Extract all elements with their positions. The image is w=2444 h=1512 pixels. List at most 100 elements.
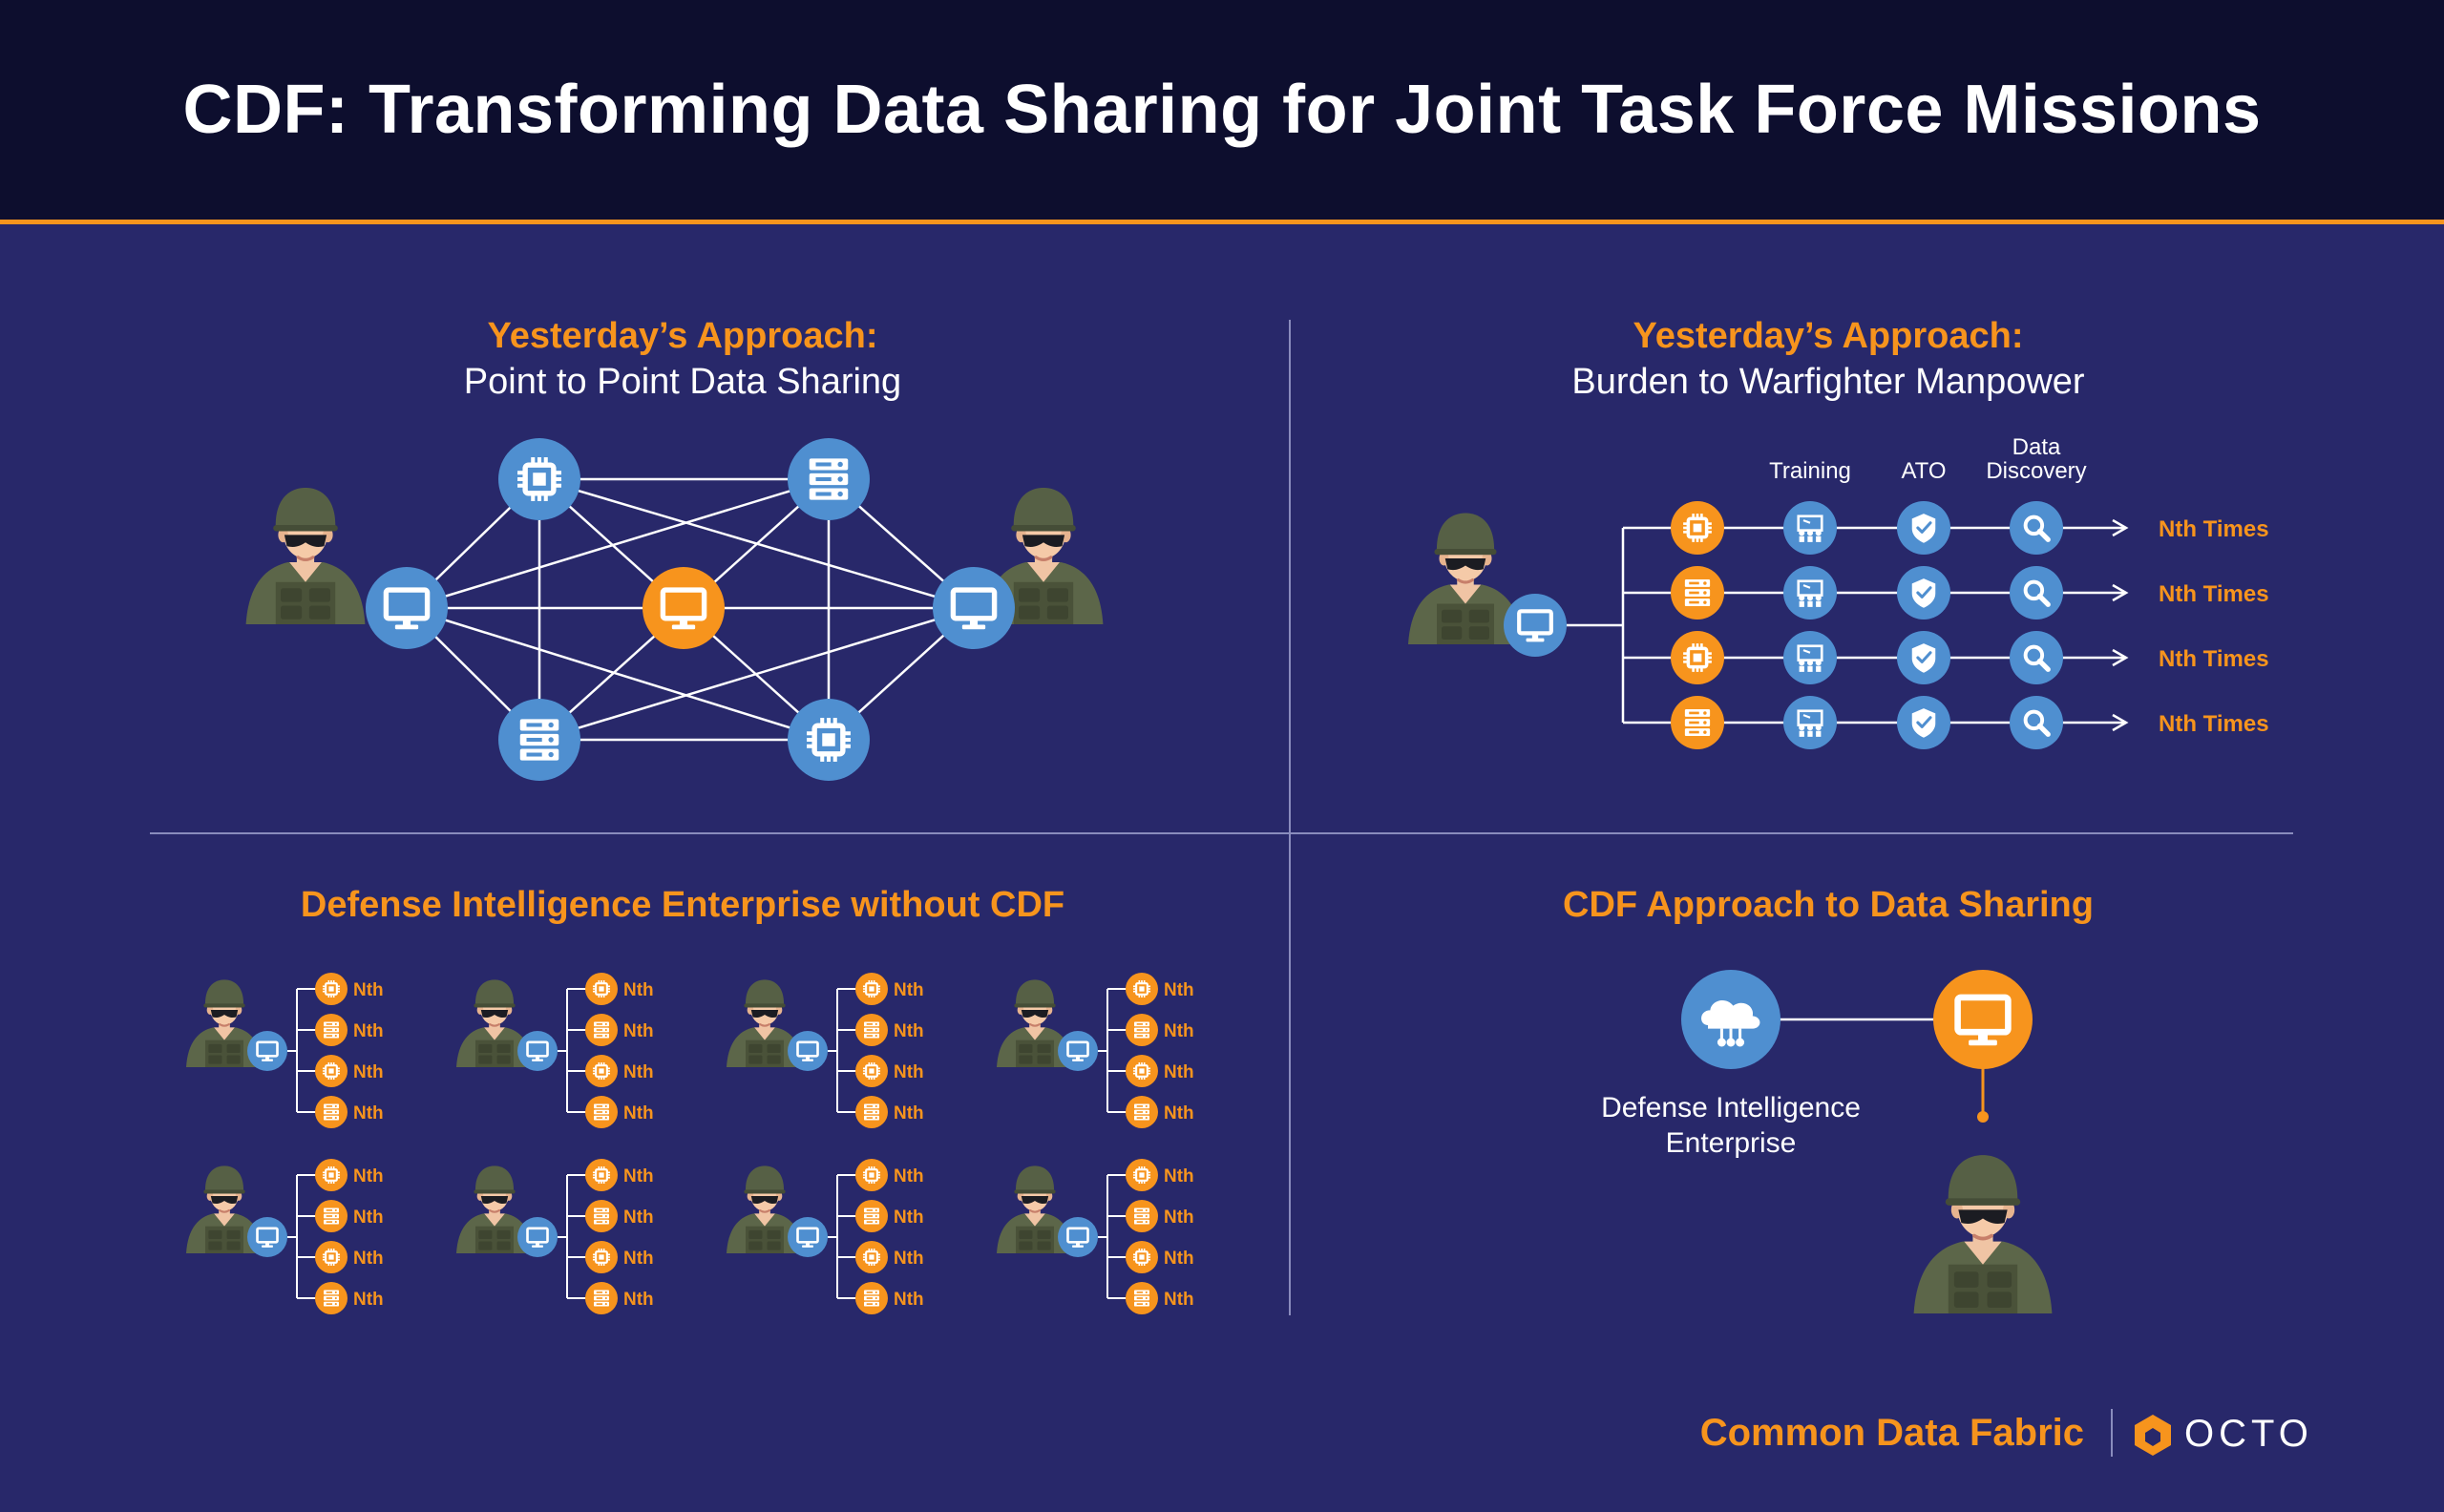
footer-logos: Common Data Fabric OCTO [1700, 1409, 2313, 1457]
monitor-icon [1058, 1031, 1098, 1071]
server-icon [1126, 1200, 1158, 1232]
server-icon [315, 1096, 348, 1128]
chip-icon [855, 1055, 888, 1087]
chip-icon [1671, 501, 1724, 555]
nth-times-label: Nth Times [2159, 646, 2269, 672]
network-node-monitor-right [933, 567, 1015, 649]
quadrant-without-cdf: Defense Intelligence Enterprise without … [184, 885, 1194, 1314]
network-node-server [788, 438, 870, 520]
shield-icon [1897, 631, 1950, 684]
burden-row: Nth Times [1623, 631, 2269, 684]
server-icon [315, 1200, 348, 1232]
brand-octo: OCTO [2184, 1413, 2313, 1455]
nth-label: Nth [623, 1249, 654, 1269]
cloud-label-line2: Enterprise [1666, 1127, 1797, 1159]
monitor-icon [517, 1031, 558, 1071]
network-node-monitor-left [366, 567, 448, 649]
nth-label: Nth [353, 1062, 384, 1082]
brand-common-data-fabric: Common Data Fabric [1700, 1412, 2084, 1454]
nth-label: Nth [623, 1290, 654, 1310]
shield-icon [1897, 501, 1950, 555]
chip-icon [1126, 1159, 1158, 1191]
chip-icon [585, 1159, 618, 1191]
chip-icon [1126, 973, 1158, 1005]
server-icon [1126, 1282, 1158, 1314]
nth-label: Nth [1164, 1103, 1194, 1124]
nth-label: Nth [353, 1249, 384, 1269]
training-icon [1783, 631, 1837, 684]
search-icon [2010, 631, 2063, 684]
nth-label: Nth [894, 1062, 924, 1082]
tr-subheading: Burden to Warfighter Manpower [1571, 362, 2085, 402]
server-icon [1126, 1014, 1158, 1046]
nth-label: Nth [894, 1290, 924, 1310]
octo-logo-icon [2135, 1415, 2171, 1456]
tl-subheading: Point to Point Data Sharing [464, 362, 901, 402]
chip-icon [315, 1241, 348, 1273]
chip-icon [855, 1159, 888, 1191]
nth-label: Nth [1164, 980, 1194, 1000]
chip-icon [585, 1055, 618, 1087]
nth-times-label: Nth Times [2159, 516, 2269, 542]
chip-icon [855, 973, 888, 1005]
monitor-icon [1058, 1217, 1098, 1257]
monitor-icon [788, 1031, 828, 1071]
cdf-monitor-node [1933, 970, 2033, 1069]
chip-icon [315, 1159, 348, 1191]
soldier-icon [1914, 1155, 2053, 1313]
cloud-label-line1: Defense Intelligence [1601, 1092, 1861, 1124]
chip-icon [315, 973, 348, 1005]
network-node-chip [788, 699, 870, 781]
nth-label: Nth [894, 980, 924, 1000]
training-icon [1783, 501, 1837, 555]
shield-icon [1897, 696, 1950, 749]
soldier-icon [243, 486, 368, 624]
chip-icon [585, 973, 618, 1005]
nth-label: Nth [353, 980, 384, 1000]
col-label-discovery-2: Discovery [1986, 458, 2086, 484]
nth-label: Nth [623, 1166, 654, 1186]
nth-times-label: Nth Times [2159, 711, 2269, 737]
server-icon [855, 1282, 888, 1314]
server-icon [585, 1014, 618, 1046]
nth-label: Nth [894, 1021, 924, 1041]
network-node-monitor-center [643, 567, 725, 649]
server-icon [315, 1282, 348, 1314]
network-node-chip [498, 438, 580, 520]
quadrant-cdf-approach: CDF Approach to Data Sharing Defense Int… [1563, 885, 2094, 1313]
chip-icon [1126, 1055, 1158, 1087]
col-label-ato: ATO [1901, 458, 1946, 484]
nth-label: Nth [1164, 1249, 1194, 1269]
workstation-monitor [1504, 594, 1567, 657]
nth-label: Nth [623, 1062, 654, 1082]
chip-icon [1671, 631, 1724, 684]
header-bar [0, 0, 2444, 224]
network-node-server [498, 699, 580, 781]
monitor-icon [247, 1217, 287, 1257]
monitor-icon [517, 1217, 558, 1257]
burden-row: Nth Times [1623, 696, 2269, 749]
training-icon [1783, 696, 1837, 749]
server-icon [855, 1200, 888, 1232]
nth-label: Nth [353, 1021, 384, 1041]
burden-row: Nth Times [1623, 501, 2269, 555]
page-title: CDF: Transforming Data Sharing for Joint… [182, 72, 2262, 148]
nth-label: Nth [353, 1166, 384, 1186]
nth-label: Nth [894, 1249, 924, 1269]
tr-heading: Yesterday’s Approach: [1633, 316, 2023, 356]
nth-label: Nth [894, 1208, 924, 1228]
cloud-node [1681, 970, 1780, 1069]
training-icon [1783, 566, 1837, 620]
nth-label: Nth [623, 1021, 654, 1041]
branch-lines [1567, 528, 1625, 723]
chip-icon [1126, 1241, 1158, 1273]
nth-label: Nth [353, 1208, 384, 1228]
server-icon [585, 1096, 618, 1128]
nth-label: Nth [894, 1166, 924, 1186]
